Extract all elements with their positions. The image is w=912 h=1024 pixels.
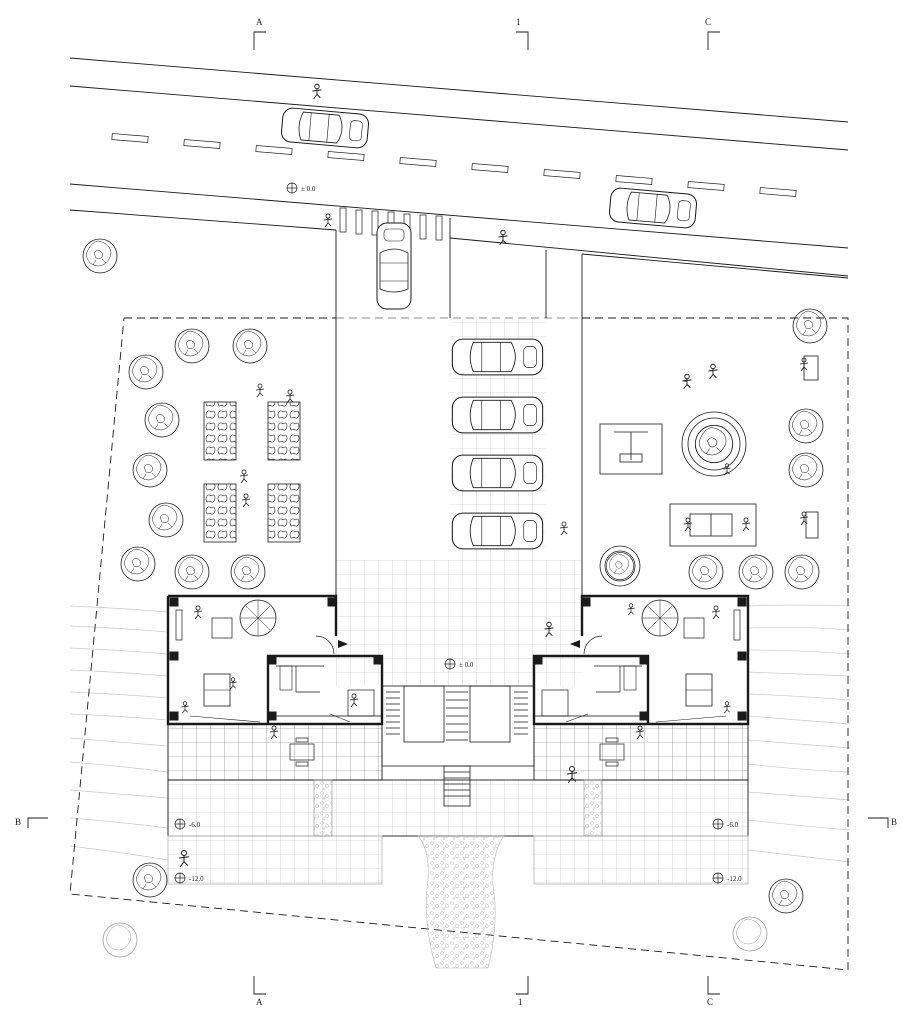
terrain-contours (69, 604, 851, 863)
house-right (532, 594, 750, 726)
section-mark-bottom-a: A (256, 997, 263, 1007)
person-icon (323, 213, 333, 228)
road (69, 57, 849, 318)
level-marker-icon: ± 0.0 (444, 658, 474, 670)
central-stairs (381, 685, 535, 807)
section-arrow-icon (27, 31, 889, 995)
bench-icon (803, 355, 819, 539)
gravel-path (313, 779, 603, 969)
entrance-arrow-left (338, 640, 348, 648)
courtyard-paving (336, 560, 582, 686)
lane-markings (111, 133, 797, 197)
level-marker-icon: -6.0 (712, 818, 739, 830)
person-icon (559, 521, 569, 536)
section-mark-bottom-c: C (707, 997, 713, 1007)
terrace-furniture-left (289, 737, 315, 767)
level-lower-left: -12.0 (189, 875, 204, 883)
level-marker-icon: ± 0.0 (286, 182, 316, 194)
section-mark-top-c: C (705, 17, 711, 27)
level-marker-icon: -12.0 (174, 872, 204, 884)
car-icon (451, 338, 544, 376)
car-icon (451, 454, 544, 492)
level-terrace-right: -6.0 (727, 821, 739, 829)
car-icon (280, 106, 370, 150)
level-marker-icon: -6.0 (174, 818, 201, 830)
site-boundary (69, 317, 849, 971)
car-icon (451, 512, 544, 550)
level-terrace-left: -6.0 (189, 821, 201, 829)
person-icon (682, 357, 809, 532)
section-mark-right-b: B (891, 817, 897, 827)
entrance-arrow-right (570, 640, 580, 648)
level-street: ± 0.0 (301, 185, 316, 193)
car-icon (376, 222, 412, 310)
garden-beds (203, 401, 301, 543)
level-lower-right: -12.0 (727, 875, 742, 883)
section-mark-top-1: 1 (516, 17, 521, 27)
level-marker-icon: -12.0 (712, 872, 742, 884)
terrace-furniture-right (599, 737, 625, 767)
section-mark-top-a: A (256, 17, 263, 27)
section-mark-left-b: B (15, 817, 21, 827)
car-icon (608, 186, 698, 230)
cyclist-icon (312, 83, 322, 100)
car-icon (451, 396, 544, 434)
terraces (167, 723, 749, 885)
ping-pong-table-icon (669, 503, 757, 547)
round-planter (599, 411, 747, 587)
house-left (166, 594, 384, 726)
playground-icon (599, 423, 663, 475)
section-mark-bottom-1: 1 (518, 997, 523, 1007)
level-courtyard: ± 0.0 (459, 661, 474, 669)
